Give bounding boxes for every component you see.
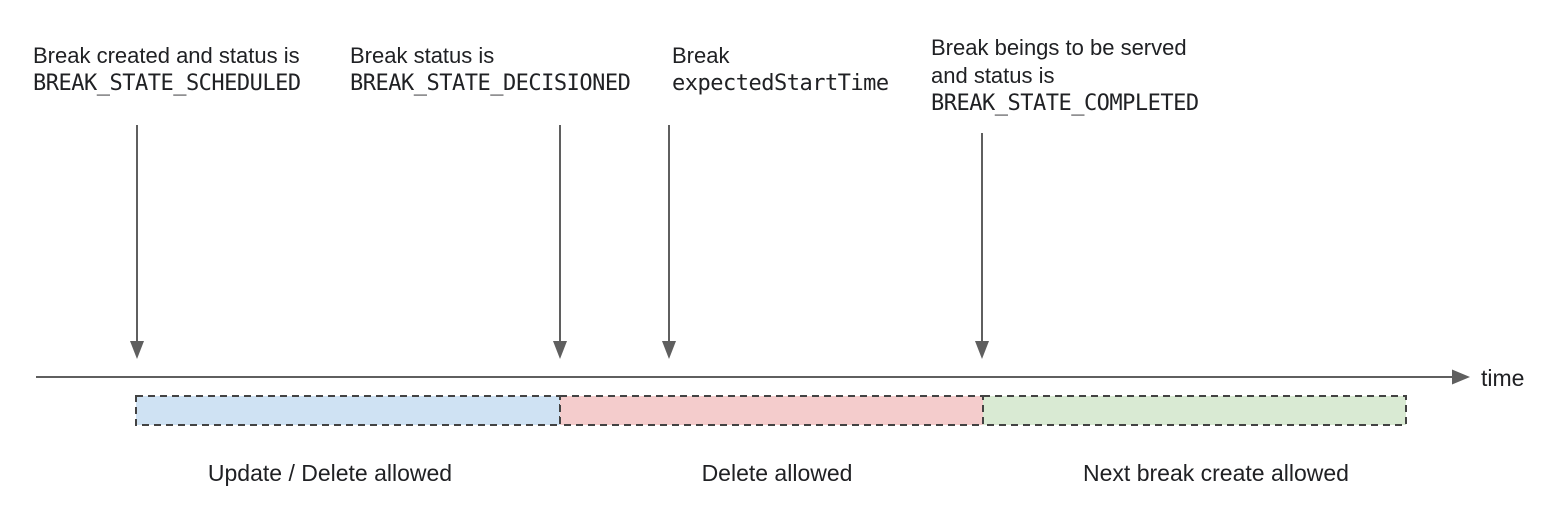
annotation-break-completed: Break beings to be served and status is …: [931, 34, 1199, 118]
segment-label-update-delete: Update / Delete allowed: [207, 460, 453, 486]
down-arrow-icon: [662, 341, 676, 359]
time-axis-label: time: [1481, 365, 1525, 391]
annotation-text: and status is: [931, 63, 1055, 88]
annotation-break-decisioned: Break status is BREAK_STATE_DECISIONED: [350, 42, 631, 98]
down-arrow-icon: [975, 341, 989, 359]
annotation-code: expectedStartTime: [672, 71, 889, 96]
down-arrow-icon: [553, 341, 567, 359]
event-arrow-expected-start: [662, 125, 676, 359]
annotation-text: Break beings to be served: [931, 35, 1187, 60]
segment-label-delete: Delete allowed: [701, 460, 853, 486]
segment-delete: [559, 395, 984, 426]
segment-next-break-create: [982, 395, 1407, 426]
segment-label-next-break-create: Next break create allowed: [1083, 460, 1349, 486]
annotation-expected-start-time: Break expectedStartTime: [672, 42, 889, 98]
right-arrow-icon: [1452, 369, 1470, 385]
event-arrow-completed: [975, 133, 989, 359]
annotation-code: BREAK_STATE_DECISIONED: [350, 71, 631, 96]
event-arrow-scheduled: [130, 125, 144, 359]
annotation-break-scheduled: Break created and status is BREAK_STATE_…: [33, 42, 301, 98]
down-arrow-icon: [130, 341, 144, 359]
annotation-code: BREAK_STATE_COMPLETED: [931, 91, 1199, 116]
annotation-text: Break created and status is: [33, 43, 300, 68]
annotation-text: Break status is: [350, 43, 495, 68]
annotation-code: BREAK_STATE_SCHEDULED: [33, 71, 301, 96]
annotation-text: Break: [672, 43, 730, 68]
event-arrow-decisioned: [553, 125, 567, 359]
segment-update-delete: [135, 395, 561, 426]
